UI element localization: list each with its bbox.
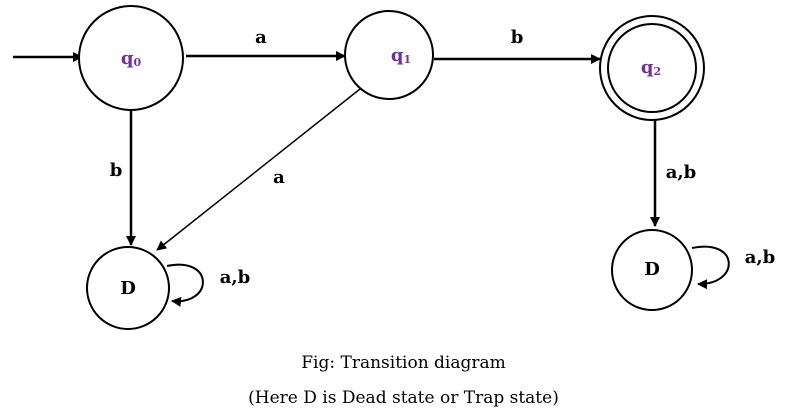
accepting-inner-ring [607,23,697,113]
edge-label-q1-q2: b [511,27,524,48]
edge-label-d-left-loop: a,b [220,267,251,288]
state-dead-left: D a,b [86,246,251,330]
edge-label-d-right-loop: a,b [745,247,776,268]
edge-label-q0-d: b [110,160,123,181]
state-label-d-right: D [644,259,660,280]
figure-caption-note: (Here D is Dead state or Trap state) [248,388,559,408]
state-q2-accepting: q2 [599,15,705,121]
edge-q1-d [156,88,361,251]
state-dead-right: D a,b [611,229,776,311]
edge-label-q1-d: a [273,167,285,188]
state-label-q2: q2 [641,57,661,78]
edge-label-q0-q1: a [255,27,267,48]
figure-caption: Fig: Transition diagram [301,353,506,373]
state-q0: q0 [78,5,184,111]
self-loop-d-right [691,245,730,290]
self-loop-d-left [166,263,204,307]
edge-label-q2-d: a,b [666,162,697,183]
state-label-d-left: D [120,278,136,299]
state-q1: q1 [344,10,434,100]
state-label-q0: q0 [121,48,142,69]
state-label-q1: q1 [391,45,411,66]
